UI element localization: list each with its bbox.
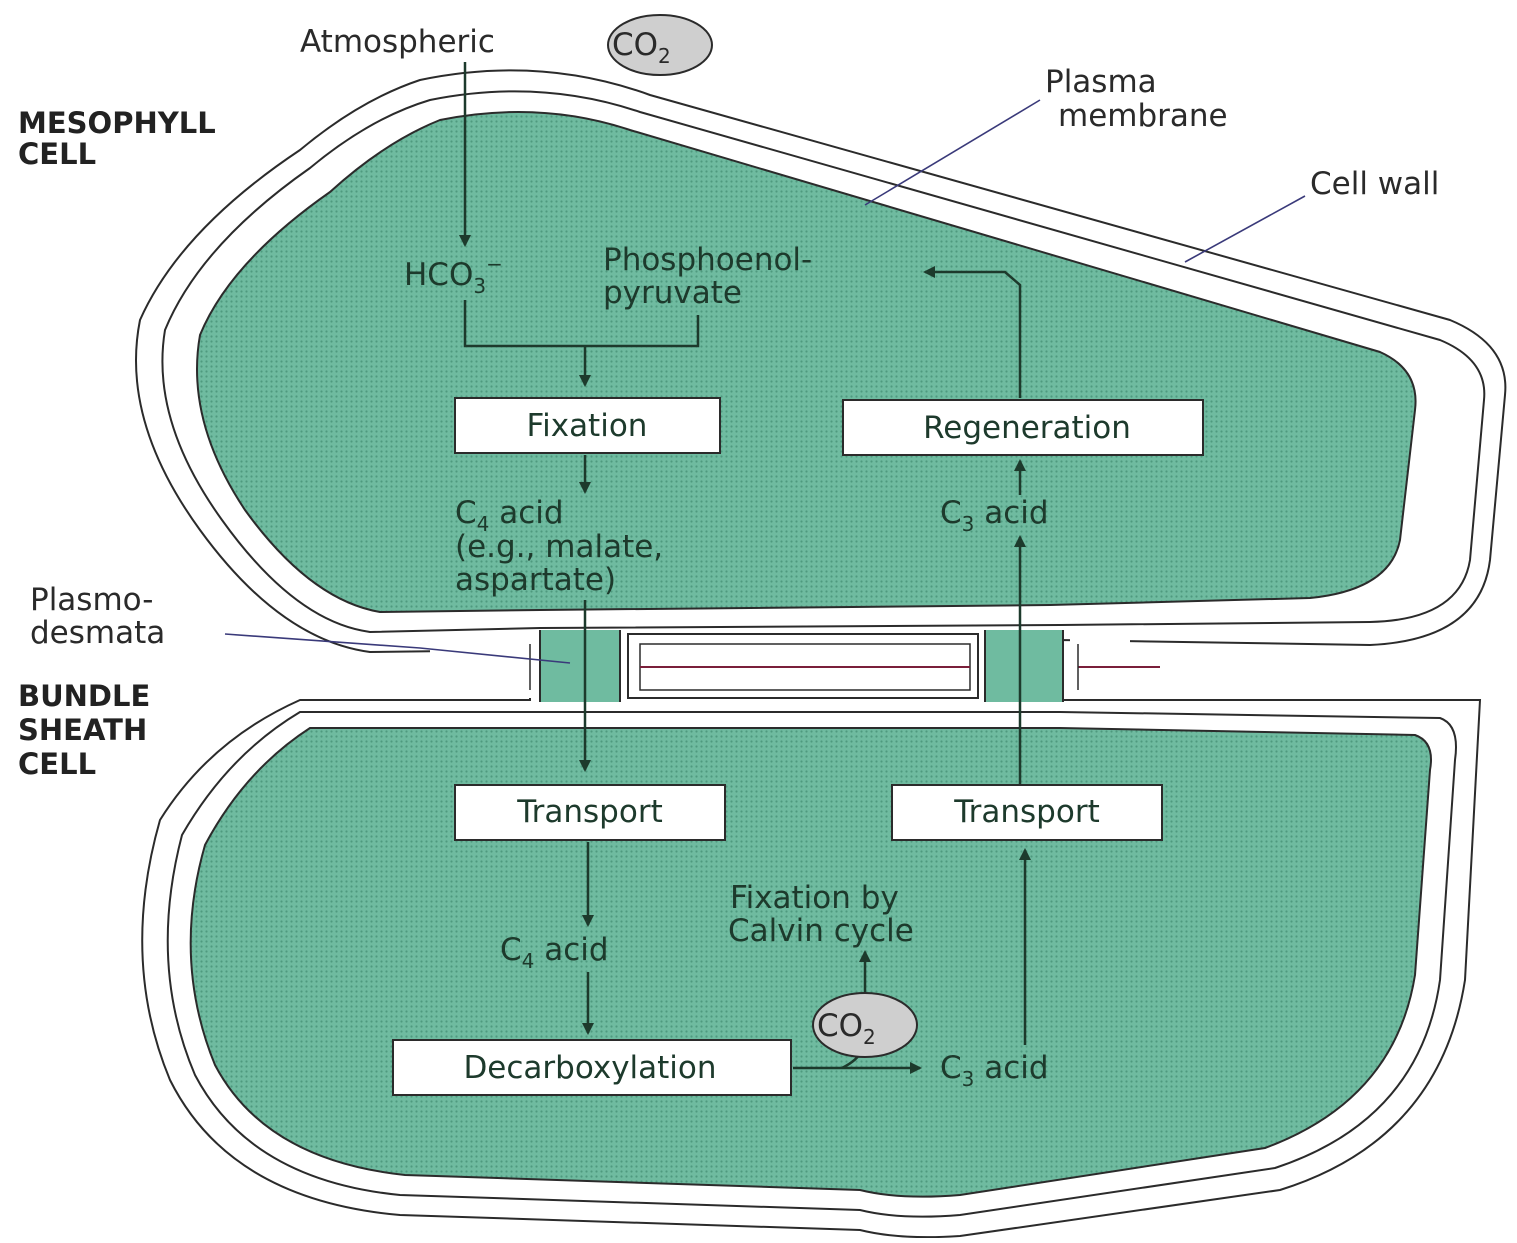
fixation-box: Fixation <box>455 398 720 453</box>
svg-text:Fixation: Fixation <box>527 408 648 444</box>
transport-box-right: Transport <box>892 785 1162 840</box>
c3-acid-label-bundle: C3 acid <box>940 1050 1049 1091</box>
plasma-membrane-label-line1: Plasma <box>1045 64 1157 100</box>
pep-label-line2: pyruvate <box>603 275 742 311</box>
c4-acid-label-bundle: C4 acid <box>500 932 609 973</box>
bundle-sheath-label-line1: BUNDLE <box>18 679 150 713</box>
fixation-by-calvin-line1: Fixation by <box>730 880 899 916</box>
plasma-membrane-label-line2: membrane <box>1058 98 1228 134</box>
regeneration-box: Regeneration <box>843 400 1203 455</box>
c4-examples-line1: (e.g., malate, <box>455 529 663 565</box>
bundle-sheath-label-line2: SHEATH <box>18 713 147 747</box>
svg-text:Regeneration: Regeneration <box>923 410 1131 446</box>
mesophyll-cell-label-line2: CELL <box>18 137 96 171</box>
bundle-sheath-label-line3: CELL <box>18 747 96 781</box>
c3-acid-label-mesophyll: C3 acid <box>940 495 1049 536</box>
plasmodesma-channel-left <box>540 630 620 702</box>
pep-label-line1: Phosphoenol- <box>603 242 812 278</box>
plasmodesmata-label-line2: desmata <box>30 615 165 651</box>
plasmodesmata-label-line1: Plasmo- <box>30 582 153 618</box>
mesophyll-cytoplasm <box>197 112 1416 612</box>
cell-wall-leader <box>1185 196 1305 262</box>
co2-text: CO <box>612 27 658 63</box>
co2-subscript: 2 <box>658 44 671 68</box>
atmospheric-label: Atmospheric <box>300 24 495 60</box>
transport-box-left: Transport <box>455 785 725 840</box>
plasmodesma-channel-center-left <box>985 630 1063 702</box>
atmospheric-co2-badge: CO2 <box>608 15 712 75</box>
fixation-by-calvin-line2: Calvin cycle <box>728 913 914 949</box>
plasmodesmata <box>430 630 1160 702</box>
cell-wall-label: Cell wall <box>1310 166 1439 202</box>
svg-text:Transport: Transport <box>516 794 662 830</box>
bundle-co2-badge: CO2 <box>813 993 917 1057</box>
wall-segment-left <box>430 640 536 698</box>
bundle-sheath-cytoplasm <box>191 728 1431 1197</box>
svg-text:Transport: Transport <box>953 794 1099 830</box>
decarboxylation-box: Decarboxylation <box>393 1040 791 1095</box>
mesophyll-cell-label-line1: MESOPHYLL <box>18 106 216 140</box>
c4-examples-line2: aspartate) <box>455 562 616 598</box>
bundle-sheath-cell <box>168 712 1456 1217</box>
svg-text:Decarboxylation: Decarboxylation <box>463 1050 716 1086</box>
